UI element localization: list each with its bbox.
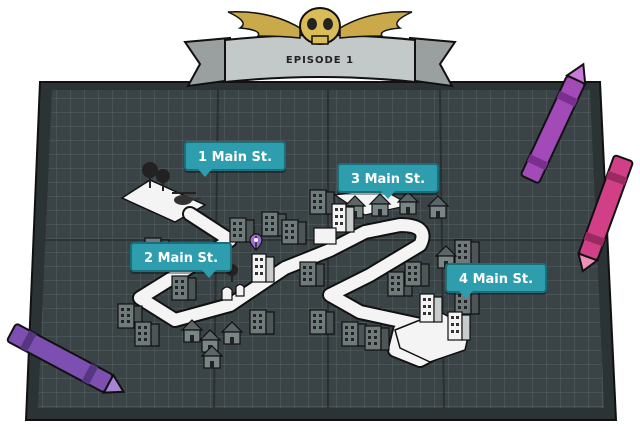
location-callout-3[interactable]: 3 Main St. [337, 163, 440, 199]
tree-icon [142, 162, 238, 282]
episode-banner [183, 34, 457, 88]
episode-title: EPISODE 1 [285, 55, 355, 66]
city-buildings [117, 189, 490, 369]
location-callout-1[interactable]: 1 Main St. [184, 141, 287, 177]
gravestone-icon [221, 283, 245, 301]
crayon-purple [520, 62, 587, 184]
location-pin-icon[interactable] [249, 233, 263, 252]
crayon-pink [577, 154, 634, 273]
helicopter-icon [172, 192, 202, 205]
location-callout-4[interactable]: 4 Main St. [445, 263, 548, 299]
location-callout-2[interactable]: 2 Main St. [130, 242, 233, 278]
skull-wings-emblem [227, 7, 413, 45]
crayon-violet [6, 323, 126, 394]
